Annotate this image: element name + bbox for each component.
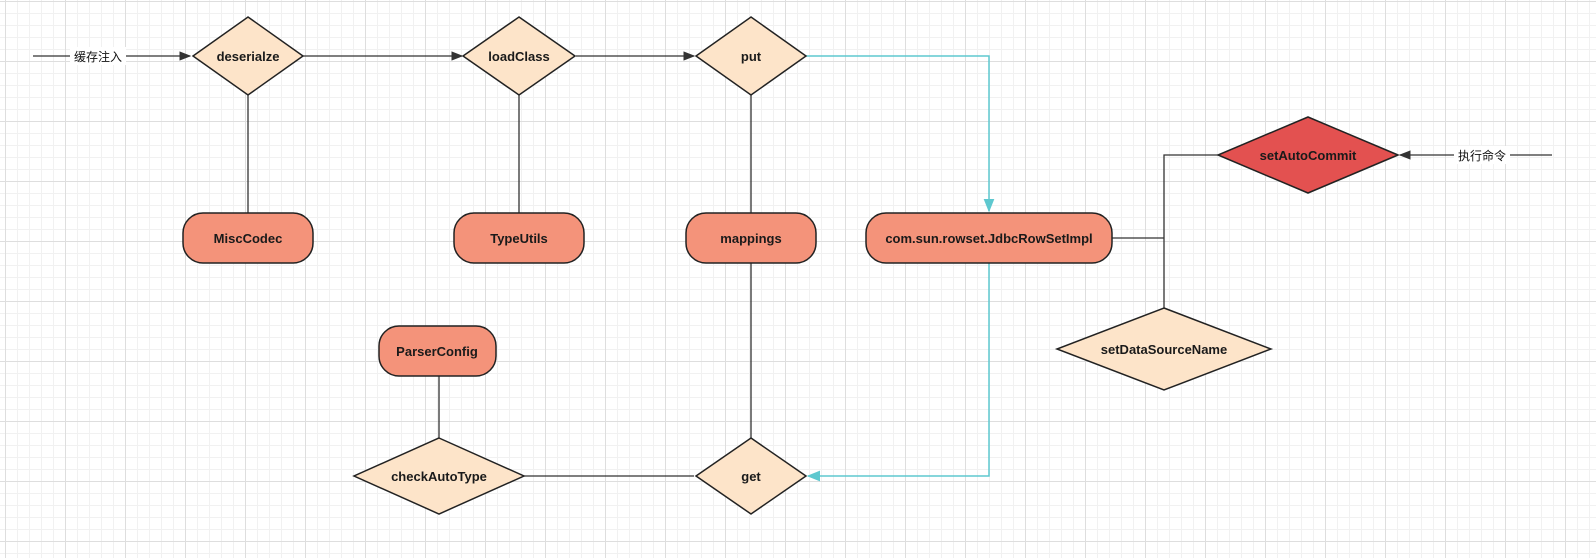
node-parserconfig[interactable]: ParserConfig [378,325,497,377]
edge-label-cache-injection: 缓存注入 [74,49,122,64]
edge-label-bg-execute-command [1454,146,1510,164]
node-jdbcrowsetimpl[interactable]: com.sun.rowset.JdbcRowSetImpl [865,212,1113,264]
node-label-typeutils: TypeUtils [490,231,548,246]
node-label-parserconfig: ParserConfig [396,344,478,359]
node-misccodec[interactable]: MiscCodec [182,212,314,264]
node-label-setautocommit: setAutoCommit [1260,148,1357,163]
node-label-jdbcrowsetimpl: com.sun.rowset.JdbcRowSetImpl [885,231,1092,246]
node-label-loadclass: loadClass [488,49,549,64]
node-checkautotype[interactable]: checkAutoType [352,437,526,515]
connector-put-to-jdbcrowsetimpl [806,55,995,213]
node-get[interactable]: get [694,437,808,515]
node-label-mappings: mappings [720,231,781,246]
node-put[interactable]: put [694,16,808,96]
node-deserialze[interactable]: deserialze [191,16,305,96]
connector-branch-setautocommit [1163,154,1218,238]
node-label-misccodec: MiscCodec [214,231,283,246]
node-setdatasourcename[interactable]: setDataSourceName [1054,307,1274,391]
node-label-setdatasourcename: setDataSourceName [1101,342,1227,357]
node-label-put: put [741,49,762,64]
edge-label-execute-command: 执行命令 [1458,148,1506,163]
node-typeutils[interactable]: TypeUtils [453,212,585,264]
edge-label-bg-cache-injection [70,47,126,65]
node-mappings[interactable]: mappings [685,212,817,264]
node-loadclass[interactable]: loadClass [461,16,577,96]
connector-jdbcrowsetimpl-to-get [806,262,990,482]
node-label-deserialze: deserialze [217,49,280,64]
node-label-checkautotype: checkAutoType [391,469,487,484]
node-setautocommit[interactable]: setAutoCommit [1216,116,1400,194]
node-label-get: get [741,469,761,484]
